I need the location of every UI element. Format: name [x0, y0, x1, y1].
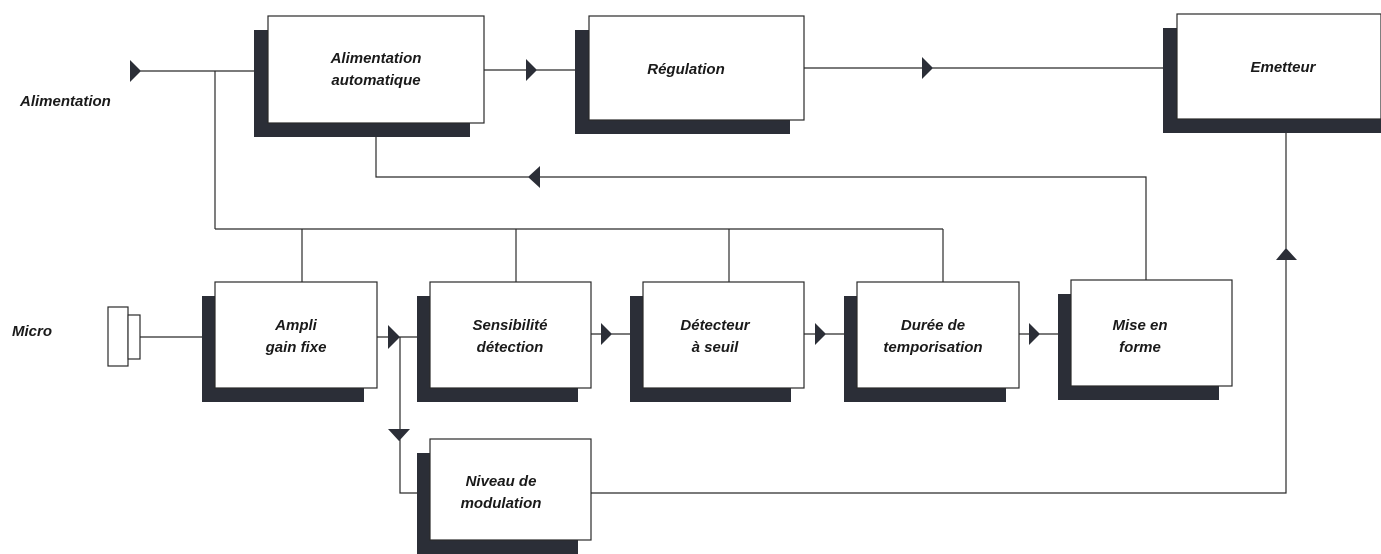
block-label-line: modulation [461, 495, 542, 512]
block-duree: Durée de temporisation [844, 281, 1020, 402]
block-detecteur: Détecteur à seuil [630, 281, 805, 402]
block-ampli: Ampli gain fixe [202, 281, 378, 402]
block-emetteur: Emetteur [1163, 13, 1381, 133]
block-label-line: forme [1119, 339, 1161, 356]
block-label-line: Niveau de [466, 473, 537, 490]
arrow-to-duree [815, 323, 826, 345]
block-label-line: Sensibilité [472, 317, 547, 334]
arrow-to-sensibilite [388, 325, 400, 349]
block-niveau-modulation: Niveau de modulation [417, 438, 592, 554]
block-label-line: Régulation [647, 61, 725, 78]
block-label-line: gain fixe [265, 339, 327, 356]
arrow-to-niveau [388, 429, 410, 441]
block-label-line: Ampli [274, 317, 318, 334]
block-label-line: Durée de [901, 317, 965, 334]
arrow-power-in [130, 60, 141, 82]
microphone-icon [107, 306, 141, 367]
block-label-line: Détecteur [680, 317, 750, 334]
arrow-to-regulation [526, 59, 537, 81]
label-alimentation: Alimentation [19, 93, 111, 110]
block-label-line: Emetteur [1250, 59, 1316, 76]
arrow-to-emetteur [922, 57, 933, 79]
block-sensibilite: Sensibilité détection [417, 281, 592, 402]
block-label-line: à seuil [692, 339, 740, 356]
arrow-up-emetteur [1276, 248, 1297, 260]
block-label-line: Alimentation [330, 50, 422, 67]
block-alimentation-automatique: Alimentation automatique [254, 15, 485, 137]
label-micro: Micro [12, 323, 52, 340]
block-label-line: Mise en [1112, 317, 1167, 334]
block-label-line: détection [477, 339, 544, 356]
block-regulation: Régulation [575, 15, 805, 134]
arrow-feedback [528, 166, 540, 188]
block-mise-en-forme: Mise en forme [1058, 279, 1233, 400]
block-label-line: temporisation [883, 339, 982, 356]
arrow-heads [130, 57, 1297, 441]
block-label-line: automatique [331, 72, 420, 89]
arrow-to-detecteur [601, 323, 612, 345]
arrow-to-mise [1029, 323, 1040, 345]
wire-feedback [375, 130, 1147, 282]
